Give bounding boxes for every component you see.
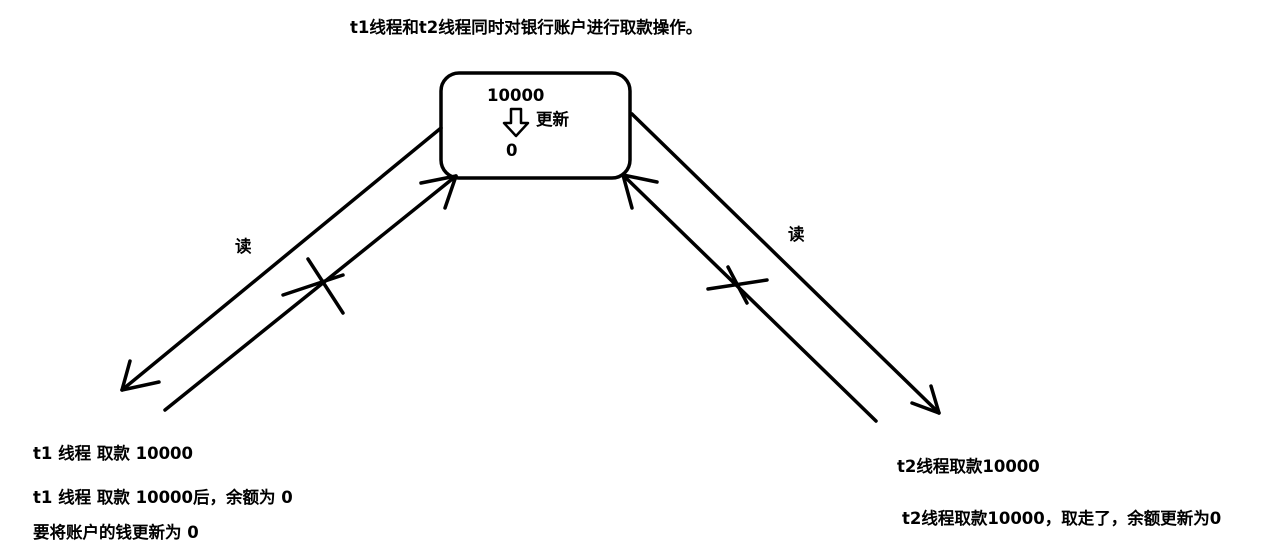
box-initial-value: 10000 xyxy=(487,86,545,105)
left-write-arrow xyxy=(163,174,458,412)
account-box xyxy=(439,71,632,180)
t1-update-text: 要将账户的钱更新为 0 xyxy=(33,523,199,542)
right-read-arrow xyxy=(630,112,941,415)
t1-withdraw-text: t1 线程 取款 10000 xyxy=(33,444,194,463)
right-x-mark-icon xyxy=(706,265,769,305)
t1-after-text: t1 线程 取款 10000后，余额为 0 xyxy=(33,488,293,507)
down-arrow-icon xyxy=(502,107,530,138)
left-read-arrow xyxy=(120,126,443,392)
box-final-value: 0 xyxy=(506,141,518,160)
diagram-title: t1线程和t2线程同时对银行账户进行取款操作。 xyxy=(350,18,703,37)
left-x-mark-icon xyxy=(281,257,345,315)
right-write-arrow xyxy=(621,173,878,423)
box-update-label: 更新 xyxy=(536,110,569,129)
left-read-label: 读 xyxy=(235,237,252,256)
right-read-label: 读 xyxy=(788,225,805,244)
t2-after-text: t2线程取款10000，取走了，余额更新为0 xyxy=(902,509,1222,528)
t2-withdraw-text: t2线程取款10000 xyxy=(897,457,1040,476)
